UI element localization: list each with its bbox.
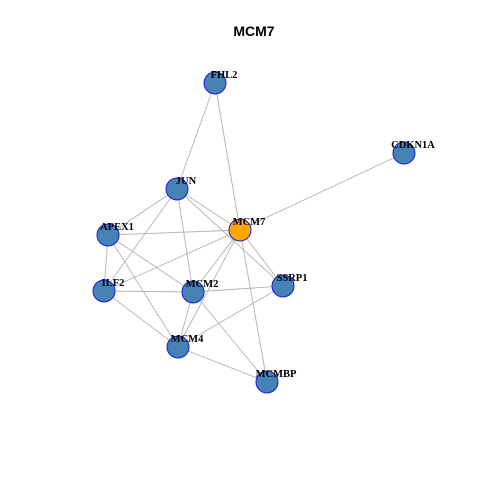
graph-title: MCM7 [233,23,274,39]
node-circle-apex1[interactable] [96,223,120,247]
node-label-mcm4: MCM4 [171,334,204,345]
node-mcm4[interactable]: MCM4 [166,334,204,359]
edge-ilf2-mcm4 [103,290,179,348]
node-ssrp1[interactable]: SSRP1 [271,273,308,298]
node-cdkn1a[interactable]: CDKN1A [391,140,435,165]
node-circle-ilf2[interactable] [92,279,116,303]
node-label-ilf2: ILF2 [102,278,125,289]
edge-apex1-mcm7 [107,229,241,236]
node-circle-jun[interactable] [165,177,189,201]
node-apex1[interactable]: APEX1 [96,222,134,247]
edge-mcm7-mcm2 [192,229,241,293]
node-jun[interactable]: JUN [165,176,197,201]
node-label-ssrp1: SSRP1 [277,273,308,284]
edge-ssrp1-mcm4 [177,285,284,348]
node-mcm7[interactable]: MCM7 [228,217,266,242]
node-mcmbp[interactable]: MCMBP [255,369,297,394]
node-mcm2[interactable]: MCM2 [181,279,219,304]
edge-jun-mcm7 [176,188,241,231]
edge-mcm7-ilf2 [103,229,241,292]
edge-mcm2-mcmbp [192,291,268,383]
node-circle-mcmbp[interactable] [255,370,279,394]
edge-jun-ilf2 [103,188,178,292]
node-fhl2[interactable]: FHL2 [203,70,238,95]
edge-mcm7-mcm4 [177,229,241,348]
node-circle-cdkn1a[interactable] [392,141,416,165]
edge-mcm7-ssrp1 [239,229,284,287]
node-circle-mcm4[interactable] [166,335,190,359]
node-label-apex1: APEX1 [100,222,134,233]
edge-jun-ssrp1 [176,188,284,287]
node-circle-fhl2[interactable] [203,71,227,95]
edge-layer [103,82,405,383]
node-label-mcmbp: MCMBP [256,369,297,380]
node-circle-mcm7[interactable] [228,218,252,242]
edge-jun-apex1 [107,188,178,236]
edge-mcm7-mcmbp [239,229,268,383]
edge-mcm2-ssrp1 [192,285,284,293]
edge-ilf2-mcm2 [103,290,194,293]
node-circle-ssrp1[interactable] [271,274,295,298]
node-label-jun: JUN [176,176,197,187]
node-label-mcm7: MCM7 [233,217,266,228]
node-label-mcm2: MCM2 [186,279,219,290]
node-circle-mcm2[interactable] [181,280,205,304]
node-label-fhl2: FHL2 [211,70,238,81]
node-ilf2[interactable]: ILF2 [92,278,125,303]
edge-jun-mcm2 [176,188,194,293]
edge-apex1-mcm2 [107,234,194,293]
edge-cdkn1a-mcm7 [239,152,405,231]
edge-mcm4-mcmbp [177,346,268,383]
edge-fhl2-jun [176,82,216,190]
node-label-cdkn1a: CDKN1A [391,140,435,151]
edge-fhl2-mcm7 [214,82,241,231]
